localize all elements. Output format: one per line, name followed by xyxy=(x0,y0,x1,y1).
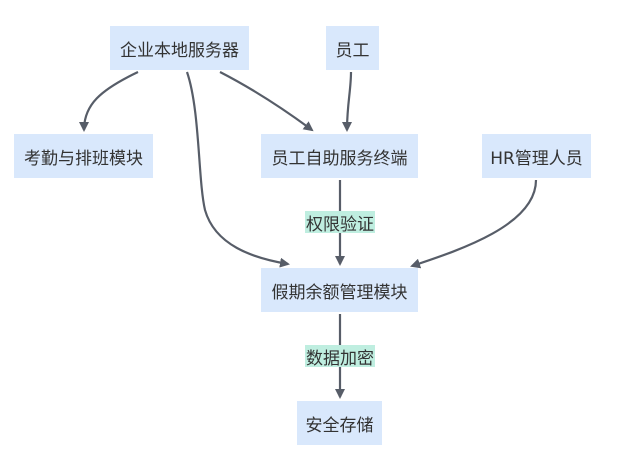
node-secure-storage: 安全存储 xyxy=(297,401,382,445)
node-employee: 员工 xyxy=(326,26,379,70)
edge-employee-to-selfservice xyxy=(342,71,353,132)
edge-server-to-selfservice xyxy=(219,71,314,132)
node-leave-balance-module: 假期余额管理模块 xyxy=(261,268,418,312)
edge-label-auth: 权限验证 xyxy=(305,211,375,235)
node-attendance-module: 考勤与排班模块 xyxy=(14,134,153,178)
edge-server-to-attendance xyxy=(79,71,139,132)
edge-label-encrypt: 数据加密 xyxy=(305,345,375,369)
edge-hr-to-leave xyxy=(410,179,538,269)
node-hr-manager: HR管理人员 xyxy=(482,134,591,178)
node-self-service-terminal: 员工自助服务终端 xyxy=(261,134,418,178)
edge-server-to-leave xyxy=(185,71,290,268)
node-enterprise-server: 企业本地服务器 xyxy=(110,26,249,70)
